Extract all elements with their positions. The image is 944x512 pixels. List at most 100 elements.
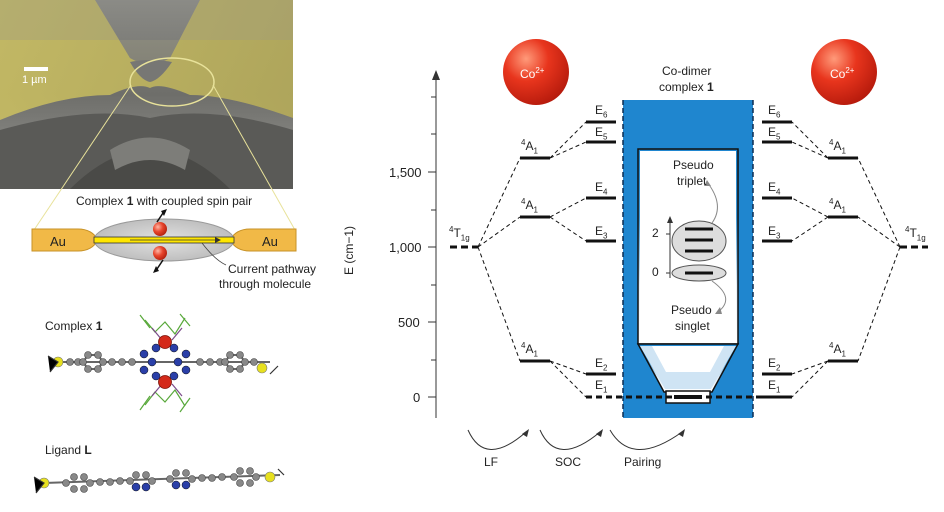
- junction-title: Complex 1 with coupled spin pair: [76, 194, 252, 208]
- complex-label-text: Complex: [45, 319, 96, 333]
- y-axis-ticks: [428, 96, 436, 398]
- a1-lt-mult: 4: [521, 138, 526, 147]
- left-electrode-label: Au: [50, 234, 66, 249]
- a1-label-left-mid: 4A1: [521, 197, 538, 214]
- complex-label-bold: 1: [95, 319, 103, 333]
- a1-rl-letter: A: [833, 342, 842, 356]
- co-ion-left-label: Co2+: [520, 66, 544, 81]
- y-tick-0: 0: [413, 390, 421, 405]
- co-ion-left: [503, 39, 569, 105]
- zoom-lines: [33, 84, 296, 231]
- inset-tick-2: 2: [652, 226, 659, 240]
- a1-label-right-top: 4A1: [829, 138, 846, 155]
- a1-rt-mult: 4: [829, 138, 834, 147]
- pseudo-singlet-label-2: singlet: [675, 319, 710, 333]
- step-soc: SOC: [555, 455, 582, 469]
- a1-lm-letter: A: [525, 198, 534, 212]
- co-left-charge: 2+: [535, 66, 545, 75]
- a1-ll-letter: A: [525, 342, 534, 356]
- spin-up: [153, 222, 167, 236]
- dimer-title-line1: Co-dimer: [662, 64, 712, 78]
- sulfur-atom-right: [256, 362, 268, 374]
- ground-right-T: T: [909, 226, 917, 240]
- pseudo-singlet-label-1: Pseudo: [671, 303, 712, 317]
- a1-lm-sub: 1: [533, 205, 538, 215]
- a1-rt-letter: A: [833, 139, 842, 153]
- pseudo-triplet-label-1: Pseudo: [673, 158, 714, 172]
- dimer-title-text: complex: [659, 80, 708, 94]
- level-left-e2: E2: [595, 356, 608, 373]
- ground-state-left: 4T1g: [449, 225, 470, 242]
- level-left-e4: E4: [595, 180, 608, 197]
- a1-rl-mult: 4: [829, 341, 834, 350]
- right-electrode-label: Au: [262, 234, 278, 249]
- complex-molecule: [47, 313, 279, 413]
- ligand-sulfur-right: [264, 471, 276, 483]
- complex-label: Complex 1: [45, 319, 102, 333]
- cobalt-atom-bottom: [158, 375, 172, 389]
- a1-rm-sub: 1: [841, 205, 846, 215]
- ligand-label-bold: L: [84, 443, 92, 457]
- level-left-e3: E3: [595, 224, 608, 241]
- a1-label-left-top: 4A1: [521, 138, 538, 155]
- ground-state-right: 4T1g: [905, 225, 926, 242]
- level-right-e4: E4: [768, 180, 781, 197]
- scale-bar-label: 1 µm: [22, 74, 47, 86]
- a1-label-right-mid: 4A1: [829, 197, 846, 214]
- step-lf: LF: [484, 455, 499, 469]
- inset-tick-0: 0: [652, 265, 659, 279]
- co-right-charge: 2+: [845, 66, 855, 75]
- dimer-title-line2: complex 1: [659, 80, 714, 94]
- ground-right-mult: 4: [905, 225, 910, 234]
- y-axis-title: E (cm−1): [342, 225, 356, 275]
- a1-lt-sub: 1: [533, 146, 538, 156]
- gap-highlight-ellipse: [129, 57, 215, 107]
- dimer-title-bold: 1: [707, 80, 714, 94]
- level-right-e6: E6: [768, 103, 781, 120]
- a1-label-left-low: 4A1: [521, 341, 538, 358]
- co-ion-right: [811, 39, 877, 105]
- a1-lt-letter: A: [525, 139, 534, 153]
- co-right-text: Co: [830, 67, 846, 81]
- a1-rt-sub: 1: [841, 146, 846, 156]
- ligand-molecule: [33, 467, 285, 494]
- level-right-e3: E3: [768, 224, 781, 241]
- level-left-e6: E6: [595, 103, 608, 120]
- ligand-label: Ligand L: [45, 443, 92, 457]
- scale-bar: [24, 67, 48, 71]
- junction-title-rest: with coupled spin pair: [133, 194, 253, 208]
- junction-title-text: Complex: [76, 194, 127, 208]
- junction-schematic: [31, 209, 297, 273]
- ground-left-sub: 1g: [460, 233, 470, 243]
- y-tick-1500: 1,500: [389, 165, 422, 180]
- level-right-e2: E2: [768, 356, 781, 373]
- y-tick-1000: 1,000: [389, 240, 422, 255]
- a1-ll-mult: 4: [521, 341, 526, 350]
- step-pairing: Pairing: [624, 455, 662, 469]
- co-ion-right-label: Co2+: [830, 66, 854, 81]
- a1-ll-sub: 1: [533, 349, 538, 359]
- co-left-text: Co: [520, 67, 536, 81]
- level-right-e5: E5: [768, 125, 781, 142]
- current-pathway-label-1: Current pathway: [228, 262, 317, 276]
- ground-left-T: T: [453, 226, 461, 240]
- ligand-label-text: Ligand: [45, 443, 85, 457]
- current-pathway-label-2: through molecule: [219, 277, 312, 291]
- y-tick-500: 500: [398, 315, 420, 330]
- sem-image: 1 µm: [0, 0, 293, 189]
- level-left-e1: E1: [595, 378, 608, 395]
- a1-rl-sub: 1: [841, 349, 846, 359]
- a1-label-right-low: 4A1: [829, 341, 846, 358]
- level-right-e1: E1: [768, 378, 781, 395]
- a1-rm-letter: A: [833, 198, 842, 212]
- energy-diagram: [428, 39, 928, 450]
- ground-left-mult: 4: [449, 225, 454, 234]
- junction-title-bold: 1: [126, 194, 134, 208]
- a1-lm-mult: 4: [521, 197, 526, 206]
- cobalt-atom-top: [158, 335, 172, 349]
- spin-down: [153, 246, 167, 260]
- a1-rm-mult: 4: [829, 197, 834, 206]
- level-left-e5: E5: [595, 125, 608, 142]
- pseudo-triplet-label-2: triplet: [677, 174, 707, 188]
- ground-right-sub: 1g: [916, 233, 926, 243]
